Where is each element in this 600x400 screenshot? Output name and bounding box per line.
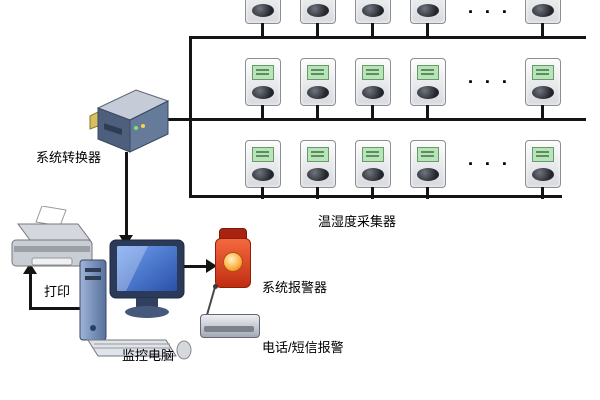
alarm-siren-dome [223,252,243,272]
temp-humidity-sensor-device [410,140,446,199]
sensor-dome [417,168,439,181]
arrow-line-computer-to-printer [30,307,92,310]
converter-art [89,89,170,153]
sensor-wire [426,105,429,121]
antenna [205,286,217,316]
arrowhead-to-alarm [206,259,217,273]
temp-humidity-sensor-device [410,0,446,39]
sensor-wire [541,23,544,39]
antenna-tip [213,284,218,289]
sensor-wire [261,105,264,121]
sensor-row-1: ▪ ▪ ▪ [0,0,600,39]
sensor-lcd-screen [532,147,554,162]
sensor-wire [426,187,429,199]
bus-line-row3 [190,195,562,198]
arrowhead-to-printer [23,263,37,274]
temp-humidity-sensor-device [300,58,336,121]
sensor-row-2: ▪ ▪ ▪ [0,58,600,121]
system-alarm-device [212,228,252,290]
sensor-lcd-screen [307,147,329,162]
sensor-wire [261,23,264,39]
computer-art [79,239,192,360]
sensor-dome [532,168,554,181]
temp-humidity-sensor-device [245,140,281,199]
sensor-wire [316,23,319,39]
sensor-wire [541,187,544,199]
sensor-row-3: ▪ ▪ ▪ [0,140,600,199]
temp-humidity-sensor-device [355,58,391,121]
sensor-lcd-screen [417,65,439,80]
sensor-wire [426,23,429,39]
sms-modem-device [194,284,266,342]
sensor-lcd-screen [362,147,384,162]
sensor-wire [316,187,319,199]
printer-device [6,205,96,274]
sensor-lcd-screen [417,147,439,162]
temp-humidity-sensor-device [245,0,281,39]
sensor-lcd-screen [307,65,329,80]
sensor-dome [362,4,384,17]
label-phone-sms-alarm: 电话/短信报警 [262,340,344,355]
sensor-dome [532,4,554,17]
sensor-wire [371,105,374,121]
sensor-dome [362,168,384,181]
temp-humidity-sensor-device [300,0,336,39]
label-system-alarm: 系统报警器 [262,280,328,295]
arrow-line-up-to-printer [29,273,32,310]
temp-humidity-sensor-device [245,58,281,121]
sensor-lcd-screen [532,65,554,80]
label-system-converter: 系统转换器 [36,150,102,165]
sensor-dome [307,168,329,181]
label-sensor-group: 温湿度采集器 [318,214,397,229]
sensor-dome [417,4,439,17]
temp-humidity-sensor-device [525,58,561,121]
arrow-line-computer-to-alarm [184,265,208,268]
sensor-lcd-screen [252,65,274,80]
bus-line-row1 [190,36,586,39]
sensor-dome [307,4,329,17]
sensor-wire [371,187,374,199]
sensor-wire [371,23,374,39]
sensor-dome [532,86,554,99]
sensor-dome [252,4,274,17]
sensor-lcd-screen [362,65,384,80]
temp-humidity-sensor-device [355,0,391,39]
sensor-dome [252,168,274,181]
arrow-line-converter-to-computer [125,152,128,236]
temp-humidity-sensor-device [525,0,561,39]
label-monitoring-computer: 监控电脑 [122,348,175,363]
temp-humidity-sensor-device [525,140,561,199]
sensor-dome [362,86,384,99]
printer-art [11,205,93,267]
monitoring-computer-device [78,238,198,366]
trunk-line [189,36,192,198]
system-converter-device [88,84,176,156]
sensor-wire [261,187,264,199]
temp-humidity-sensor-device [300,140,336,199]
sensor-wire [541,105,544,121]
sensor-dome [307,86,329,99]
sensor-wire [316,105,319,121]
sensor-lcd-screen [252,147,274,162]
modem-front-strip [204,326,254,332]
label-printer: 打印 [44,284,71,299]
more-sensors-ellipsis: ▪ ▪ ▪ [468,76,512,88]
more-sensors-ellipsis: ▪ ▪ ▪ [468,158,512,170]
more-sensors-ellipsis: ▪ ▪ ▪ [468,6,512,18]
sensor-dome [252,86,274,99]
temp-humidity-sensor-device [410,58,446,121]
temp-humidity-sensor-device [355,140,391,199]
sensor-dome [417,86,439,99]
